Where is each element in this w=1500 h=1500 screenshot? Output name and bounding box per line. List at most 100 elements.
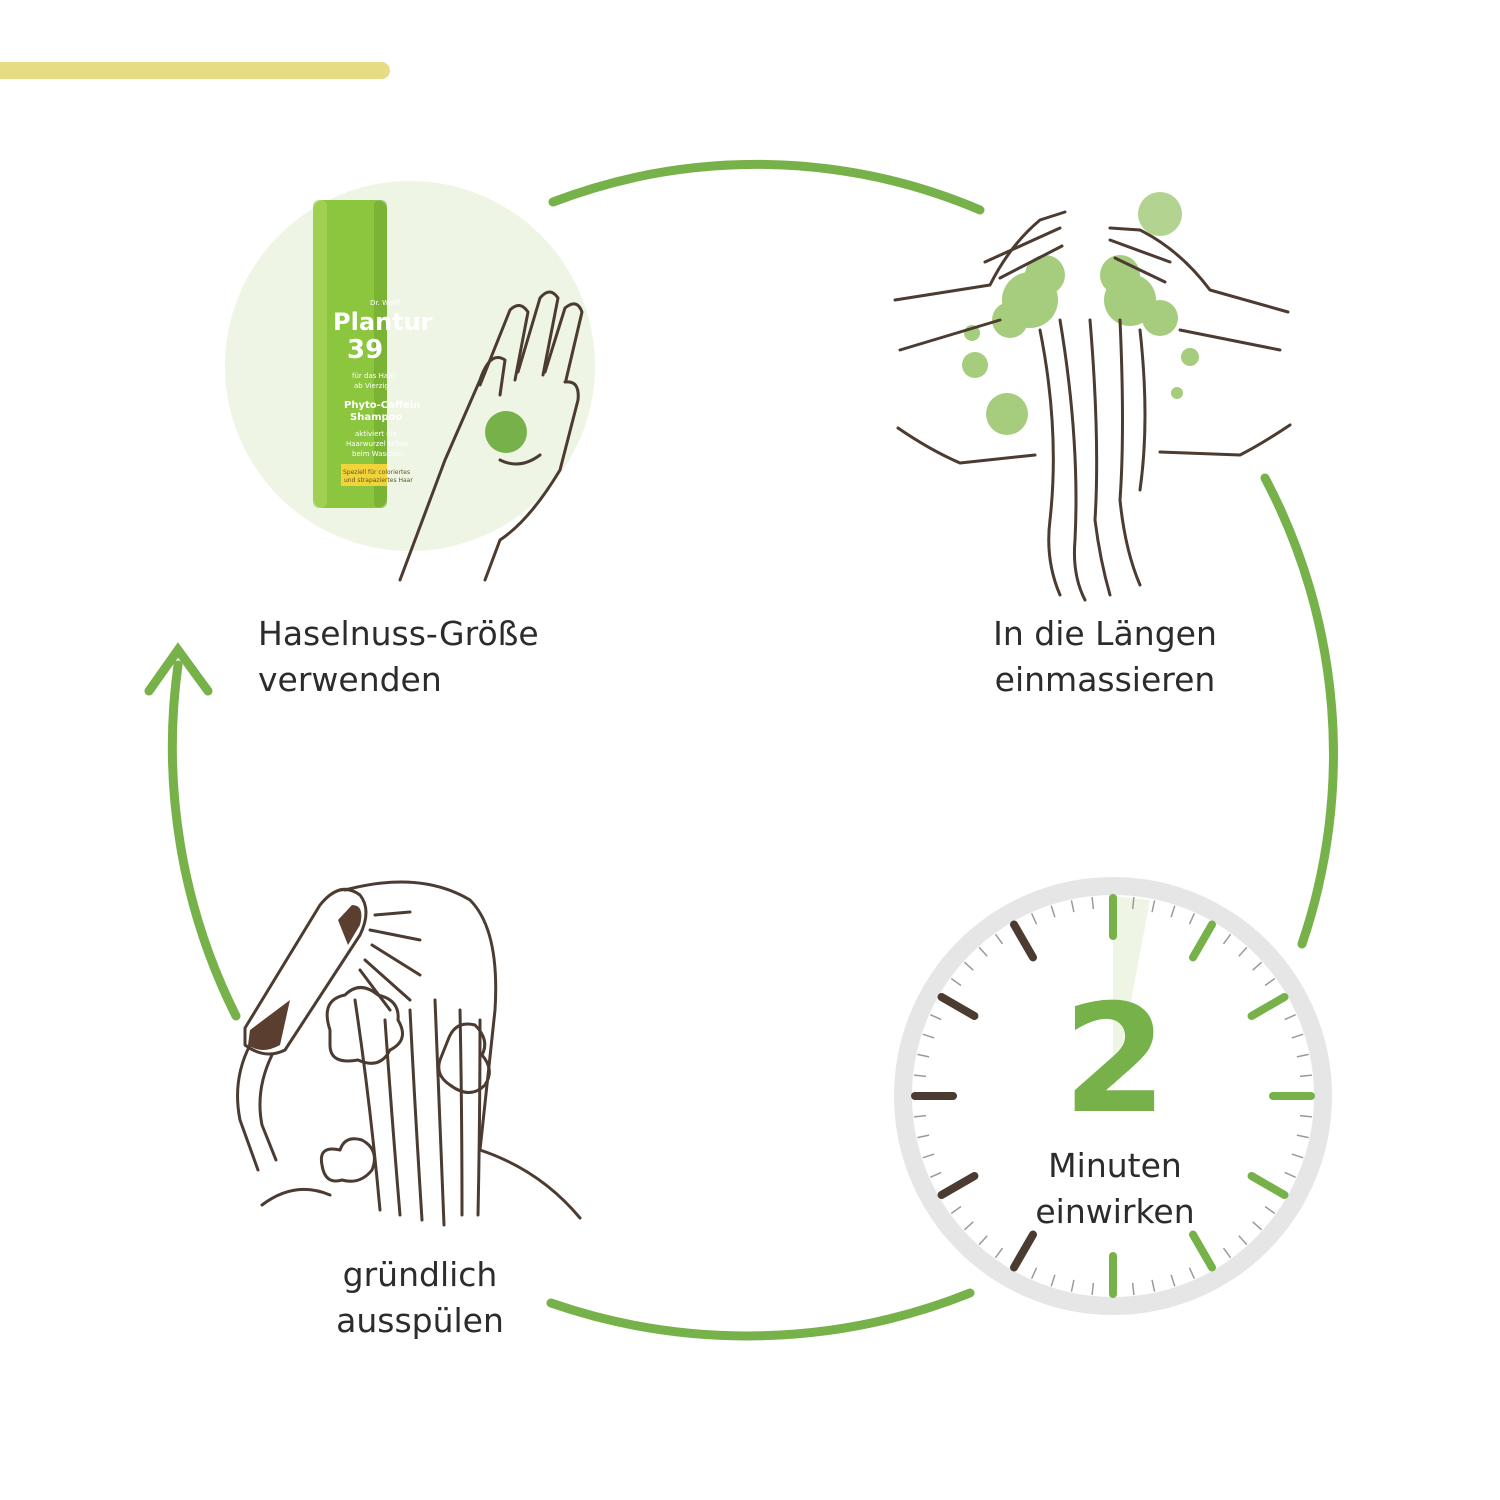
clock-minor-tick <box>929 1013 942 1021</box>
clock-minor-tick <box>914 1074 927 1078</box>
cycle-arrows <box>144 159 1338 1341</box>
clock-minor-tick <box>1238 946 1248 957</box>
clock-minor-tick <box>1299 1114 1312 1118</box>
step1-background-circle <box>225 181 595 551</box>
bottle-sub1: für das Haar <box>352 372 395 380</box>
top-accent-bar <box>0 62 390 79</box>
clock-hour-tick <box>1247 993 1289 1020</box>
clock-minor-tick <box>1170 905 1176 918</box>
foam-cloud-2 <box>437 1022 491 1094</box>
shower-head-grip <box>248 1000 290 1050</box>
bottle-product1: Phyto-Coffein <box>344 400 420 411</box>
step-label-massage-lengths: In die Längen einmassieren <box>955 611 1255 703</box>
step-label-leave-on: Minuten einwirken <box>960 1143 1270 1235</box>
bottle-special2: und strapaziertes Haar <box>344 477 413 484</box>
shampoo-dollop <box>485 411 527 453</box>
timer-number: 2 <box>1062 973 1168 1147</box>
clock-hour-tick <box>1247 1172 1289 1199</box>
cycle-arc-right <box>1260 473 1338 949</box>
arrow-head-icon <box>144 642 213 696</box>
clock-hour-tick <box>1189 1230 1216 1272</box>
rinse-hair-strands <box>353 998 482 1227</box>
clock-hour-tick <box>1010 1230 1037 1272</box>
step2-line1: In die Längen <box>993 614 1217 653</box>
clock-minor-ticks <box>914 897 1312 1295</box>
water-spray <box>358 910 422 1012</box>
clock-minor-tick <box>1131 897 1135 910</box>
step4-line2: ausspülen <box>336 1301 504 1340</box>
clock-minor-tick <box>1264 977 1276 987</box>
right-arm <box>1108 226 1290 314</box>
clock-timer-icon <box>894 877 1332 1315</box>
shower-rinse-icon <box>236 880 582 1227</box>
clock-minor-tick <box>1050 1274 1056 1287</box>
clock-hour-tick <box>1010 920 1037 962</box>
shower-hose <box>236 1043 278 1172</box>
clock-minor-tick <box>950 977 962 987</box>
clock-minor-tick <box>963 961 974 971</box>
clock-minor-tick <box>1296 1134 1309 1139</box>
rinse-shoulder <box>260 1187 332 1207</box>
clock-minor-tick <box>1170 1274 1176 1287</box>
bottle-desc3: beim Waschen <box>352 450 403 458</box>
clock-minor-tick <box>1222 1247 1232 1259</box>
step4-line1: gründlich <box>342 1255 498 1294</box>
foam-cloud-3 <box>319 1137 376 1183</box>
clock-minor-tick <box>978 946 988 957</box>
clock-hour-tick <box>937 993 979 1020</box>
step3-line1: Minuten <box>1048 1146 1182 1185</box>
clock-minor-tick <box>917 1053 930 1058</box>
clock-minor-tick <box>994 1247 1004 1259</box>
clock-minor-tick <box>917 1134 930 1139</box>
hands-massaging-hair-icon <box>893 192 1292 602</box>
clock-minor-tick <box>1030 1267 1038 1280</box>
step-label-use-hazelnut-size: Haselnuss-Größe verwenden <box>258 611 539 703</box>
cycle-arc-top <box>548 159 985 215</box>
clock-minor-tick <box>963 1221 974 1231</box>
clock-major-ticks <box>911 894 1315 1298</box>
step2-line2: einmassieren <box>994 660 1216 699</box>
clock-minor-tick <box>1222 933 1232 945</box>
clock-minor-tick <box>1030 912 1038 925</box>
clock-minor-tick <box>1296 1053 1309 1058</box>
clock-sweep <box>1113 896 1150 1096</box>
clock-minor-tick <box>1050 905 1056 918</box>
clock-minor-tick <box>1284 1171 1297 1179</box>
bottle-number: 39 <box>347 335 383 365</box>
clock-minor-tick <box>1291 1153 1304 1159</box>
clock-minor-tick <box>1151 900 1156 913</box>
clock-minor-tick <box>922 1033 935 1039</box>
clock-minor-tick <box>1091 897 1095 910</box>
shoulders <box>896 423 1292 465</box>
step1-line1: Haselnuss-Größe <box>258 614 539 653</box>
bottle-special1: Speziell für coloriertes <box>343 469 410 476</box>
clock-minor-tick <box>1284 1013 1297 1021</box>
clock-minor-tick <box>1264 1205 1276 1215</box>
clock-minor-tick <box>1070 1279 1075 1292</box>
clock-minor-tick <box>1252 1221 1263 1231</box>
step-label-rinse-thoroughly: gründlich ausspülen <box>270 1252 570 1344</box>
clock-minor-tick <box>1131 1282 1135 1295</box>
bottle-brand-small: Dr. Wolff <box>370 299 400 307</box>
open-hand <box>398 290 584 582</box>
bottle-product2: Shampoo <box>350 412 403 423</box>
clock-minor-tick <box>950 1205 962 1215</box>
hair-strands <box>1038 318 1147 602</box>
shower-head-outline <box>243 887 368 1056</box>
bottle-brand: Plantur <box>333 308 433 336</box>
clock-minor-tick <box>922 1153 935 1159</box>
clock-minor-tick <box>1291 1033 1304 1039</box>
cycle-arc-left <box>167 660 241 1021</box>
clock-minor-tick <box>1188 912 1196 925</box>
foam-bubbles <box>962 192 1199 435</box>
foam-cloud-1 <box>325 986 404 1065</box>
clock-ring <box>894 877 1332 1315</box>
bottle-sub2: ab Vierzig <box>354 382 389 390</box>
clock-minor-tick <box>1238 1235 1248 1246</box>
shampoo-bottle: Dr. Wolff Plantur 39 für das Haar ab Vie… <box>313 200 433 508</box>
head-outline <box>343 880 582 1220</box>
clock-hour-tick <box>937 1172 979 1199</box>
shower-nozzle <box>338 905 362 945</box>
bottle-desc1: aktiviert die <box>355 430 397 438</box>
